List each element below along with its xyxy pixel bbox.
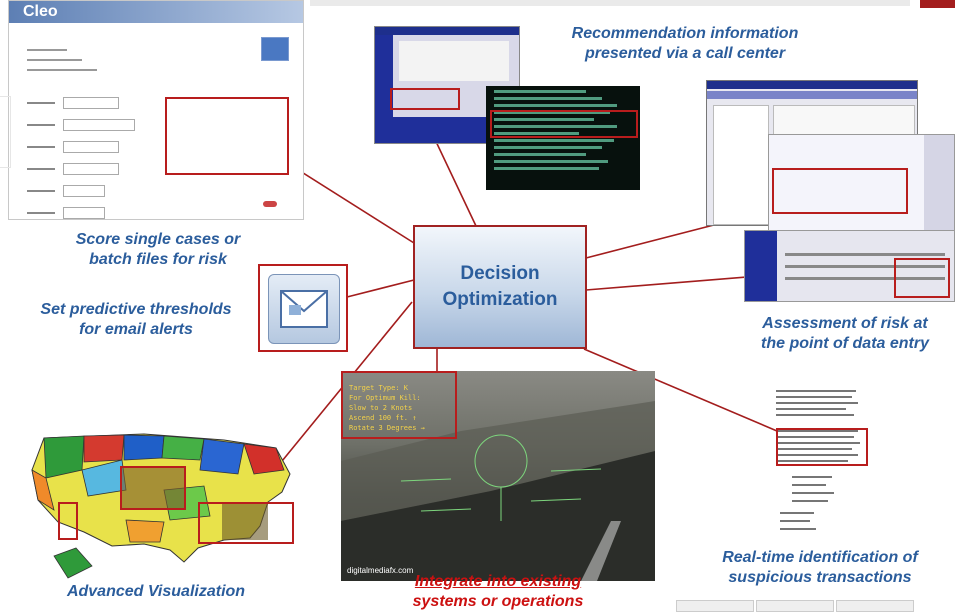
- top-edge-bar: [310, 0, 910, 6]
- call-center-terminal-screenshot: [486, 86, 640, 190]
- us-risk-map: [14, 430, 304, 582]
- cleo-logo: Cleo: [23, 3, 58, 20]
- hud-watermark: digitalmediafx.com: [347, 566, 414, 575]
- caption-integrate: Integrate into existing systems or opera…: [412, 573, 584, 610]
- decision-optimization-hub: Decision Optimization: [413, 225, 587, 349]
- envelope-icon: [268, 274, 340, 344]
- caption-visualization: Advanced Visualization: [66, 583, 246, 600]
- hub-line-2: Optimization: [442, 289, 558, 310]
- transaction-list-image: [774, 386, 874, 536]
- corner-accent: [920, 0, 955, 8]
- call-center-highlight-small: [390, 88, 460, 110]
- bottom-tab-3: [836, 600, 914, 612]
- cleo-form: [27, 41, 127, 79]
- hub-line-1: Decision: [460, 263, 540, 284]
- terminal-highlight-box: [490, 110, 638, 138]
- transaction-highlight-box: [776, 428, 868, 466]
- map-highlight-southeast: [198, 502, 294, 544]
- cleo-corner-mark: [263, 201, 277, 207]
- call-center-app-screenshot: [374, 26, 520, 144]
- cleo-badge-icon: [261, 37, 289, 61]
- map-highlight-west: [58, 502, 78, 540]
- cleo-highlight-box: [165, 97, 289, 175]
- faint-panel: [0, 96, 11, 168]
- assessment-highlight-box: [894, 258, 950, 298]
- bottom-tab-2: [756, 600, 834, 612]
- hud-highlight-box: [341, 371, 457, 439]
- cleo-app-screenshot: Cleo: [8, 0, 304, 220]
- cleo-field-rows: [27, 97, 135, 219]
- map-highlight-colorado: [120, 466, 186, 510]
- connector-thresholds: [346, 279, 415, 298]
- email-alert-frame: [258, 264, 348, 352]
- cleo-title-bar: Cleo: [9, 1, 303, 23]
- data-entry-highlight-box: [772, 168, 908, 214]
- bottom-tab-1: [676, 600, 754, 612]
